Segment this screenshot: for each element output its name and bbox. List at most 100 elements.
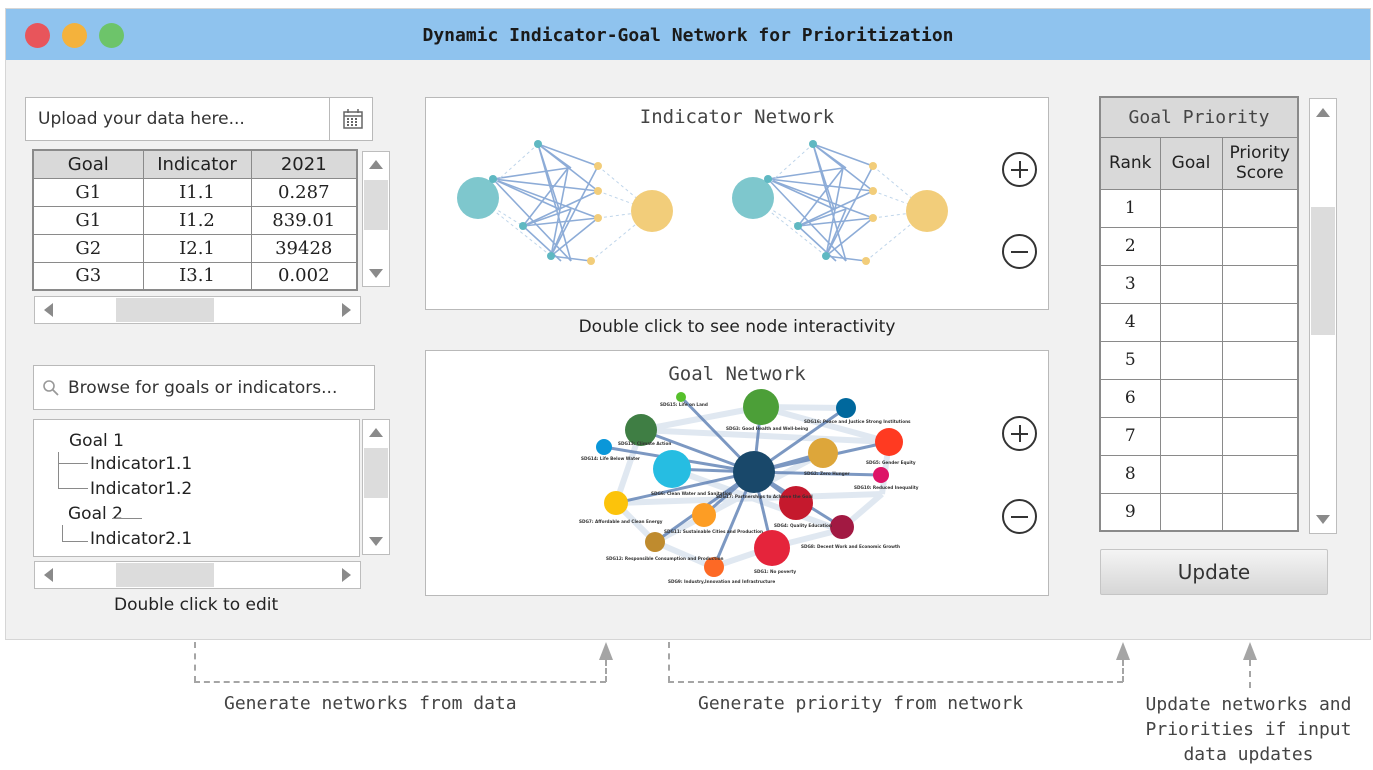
scroll-down-arrow-icon[interactable]: [1316, 515, 1330, 524]
score-cell[interactable]: [1221, 188, 1299, 228]
score-cell[interactable]: [1221, 416, 1299, 456]
score-cell[interactable]: [1221, 340, 1299, 380]
goal-network-panel[interactable]: Goal Network: [425, 350, 1049, 596]
table-cell[interactable]: I3.1: [142, 261, 252, 291]
table-row[interactable]: G3 I3.1 0.002: [32, 261, 358, 291]
indicator-zoom-out-button[interactable]: [1002, 234, 1037, 269]
tree-item-goal-2[interactable]: Goal 2: [68, 504, 123, 524]
table-cell[interactable]: G3: [32, 261, 144, 291]
window-title: Dynamic Indicator-Goal Network for Prior…: [422, 25, 954, 46]
search-input[interactable]: Browse for goals or indicators...: [33, 365, 375, 410]
table-row[interactable]: 2: [1099, 226, 1299, 266]
table-cell[interactable]: G1: [32, 177, 144, 207]
table-cell[interactable]: 0.287: [250, 177, 358, 207]
priority-vertical-scrollbar[interactable]: [1309, 98, 1337, 534]
tree-item-indicator-1-2[interactable]: Indicator1.2: [90, 479, 193, 499]
table-cell[interactable]: I1.2: [142, 205, 252, 235]
table-row[interactable]: 3: [1099, 264, 1299, 304]
table-row[interactable]: 6: [1099, 378, 1299, 418]
indicator-zoom-in-button[interactable]: [1002, 152, 1037, 187]
goal-cell[interactable]: [1159, 454, 1223, 494]
title-bar: Dynamic Indicator-Goal Network for Prior…: [6, 9, 1370, 60]
table-row[interactable]: G1 I1.1 0.287: [32, 177, 358, 207]
tree-item-indicator-2-1[interactable]: Indicator2.1: [90, 529, 193, 549]
scroll-left-arrow-icon[interactable]: [44, 303, 53, 317]
goal-cell[interactable]: [1159, 492, 1223, 532]
scroll-thumb[interactable]: [116, 563, 214, 587]
column-header-indicator[interactable]: Indicator: [142, 149, 252, 179]
table-cell[interactable]: I2.1: [142, 233, 252, 263]
close-window-button[interactable]: [25, 23, 50, 48]
column-header-rank[interactable]: Rank: [1099, 136, 1161, 190]
indicator-network-graph[interactable]: [456, 136, 996, 276]
tree-item-goal-1[interactable]: Goal 1: [69, 431, 124, 451]
rank-cell: 7: [1099, 416, 1161, 456]
column-header-goal[interactable]: Goal: [32, 149, 144, 179]
score-cell[interactable]: [1221, 302, 1299, 342]
scroll-up-arrow-icon[interactable]: [369, 160, 383, 169]
scroll-thumb[interactable]: [1311, 207, 1335, 335]
minus-icon: [1011, 251, 1028, 253]
indicator-network-panel[interactable]: Indicator Network: [425, 97, 1049, 310]
scroll-thumb[interactable]: [364, 180, 388, 230]
scroll-thumb[interactable]: [116, 298, 214, 322]
score-cell[interactable]: [1221, 226, 1299, 266]
goal-zoom-in-button[interactable]: [1002, 416, 1037, 451]
table-row[interactable]: 8: [1099, 454, 1299, 494]
goal-priority-table[interactable]: Goal Priority Rank Goal Priority Score 1…: [1099, 96, 1299, 532]
goal-cell[interactable]: [1159, 264, 1223, 304]
minimize-window-button[interactable]: [62, 23, 87, 48]
table-row[interactable]: 1: [1099, 188, 1299, 228]
goal-cell[interactable]: [1159, 340, 1223, 380]
update-button[interactable]: Update: [1100, 549, 1328, 595]
arrow-up-icon: [599, 642, 613, 660]
data-table[interactable]: Goal Indicator 2021 G1 I1.1 0.287 G1 I1.…: [32, 149, 358, 291]
column-header-year[interactable]: 2021: [250, 149, 358, 179]
scroll-down-arrow-icon[interactable]: [369, 269, 383, 278]
goal-cell[interactable]: [1159, 416, 1223, 456]
maximize-window-button[interactable]: [99, 23, 124, 48]
table-cell[interactable]: I1.1: [142, 177, 252, 207]
goal-network-nodes[interactable]: [596, 389, 903, 577]
score-cell[interactable]: [1221, 454, 1299, 494]
column-header-goal[interactable]: Goal: [1159, 136, 1223, 190]
goal-cell[interactable]: [1159, 302, 1223, 342]
table-row[interactable]: 9: [1099, 492, 1299, 532]
tree-horizontal-scrollbar[interactable]: [34, 561, 361, 589]
table-row[interactable]: 7: [1099, 416, 1299, 456]
table-cell[interactable]: G2: [32, 233, 144, 263]
table-row[interactable]: 5: [1099, 340, 1299, 380]
calendar-icon[interactable]: [342, 108, 364, 130]
goal-zoom-out-button[interactable]: [1002, 499, 1037, 534]
data-table-vertical-scrollbar[interactable]: [362, 151, 390, 287]
scroll-up-arrow-icon[interactable]: [1316, 108, 1330, 117]
scroll-left-arrow-icon[interactable]: [44, 568, 53, 582]
scroll-up-arrow-icon[interactable]: [369, 428, 383, 437]
score-cell[interactable]: [1221, 264, 1299, 304]
scroll-thumb[interactable]: [364, 448, 388, 498]
score-cell[interactable]: [1221, 378, 1299, 418]
table-row[interactable]: G2 I2.1 39428: [32, 233, 358, 263]
goal-cell[interactable]: [1159, 378, 1223, 418]
table-cell[interactable]: 39428: [250, 233, 358, 263]
data-table-horizontal-scrollbar[interactable]: [34, 296, 361, 324]
table-row[interactable]: G1 I1.2 839.01: [32, 205, 358, 235]
goal-cell[interactable]: [1159, 226, 1223, 266]
tree-item-indicator-1-1[interactable]: Indicator1.1: [90, 454, 193, 474]
column-header-priority-score[interactable]: Priority Score: [1221, 136, 1299, 190]
goal-network-graph[interactable]: SDG15: Life on Land SDG3: Good Health an…: [576, 385, 921, 590]
table-row[interactable]: 4: [1099, 302, 1299, 342]
table-cell[interactable]: 0.002: [250, 261, 358, 291]
upload-field[interactable]: Upload your data here...: [25, 97, 373, 141]
network-graph-left[interactable]: [457, 140, 673, 265]
scroll-down-arrow-icon[interactable]: [369, 537, 383, 546]
network-graph-right[interactable]: [732, 140, 948, 265]
scroll-right-arrow-icon[interactable]: [342, 303, 351, 317]
table-cell[interactable]: 839.01: [250, 205, 358, 235]
score-cell[interactable]: [1221, 492, 1299, 532]
tree-vertical-scrollbar[interactable]: [362, 419, 390, 555]
goal-indicator-tree[interactable]: Goal 1 Indicator1.1 Indicator1.2 Goal 2 …: [33, 419, 360, 557]
goal-cell[interactable]: [1159, 188, 1223, 228]
table-cell[interactable]: G1: [32, 205, 144, 235]
scroll-right-arrow-icon[interactable]: [342, 568, 351, 582]
